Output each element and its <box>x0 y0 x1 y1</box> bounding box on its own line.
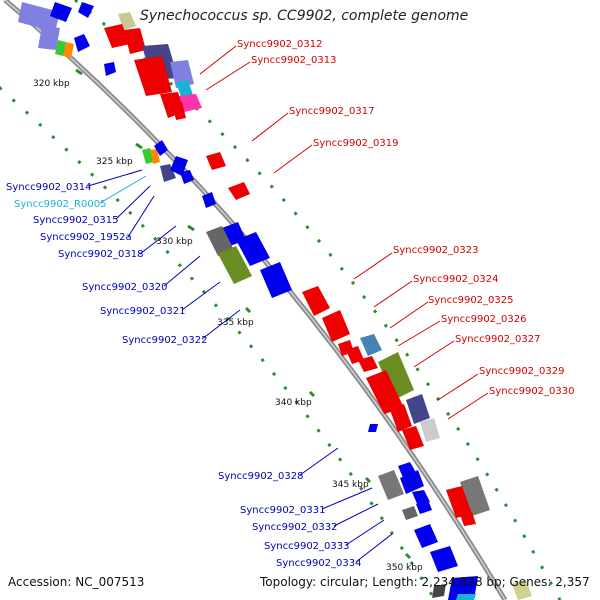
gene-arrow <box>38 26 60 50</box>
gene-arrow <box>460 512 476 526</box>
gene-label[interactable]: Syncc9902_0334 <box>276 558 362 569</box>
gene-arrow <box>390 404 412 432</box>
gene-arrow <box>55 40 66 56</box>
gene-label[interactable]: Syncc9902_0326 <box>441 314 527 325</box>
gene-arrow <box>512 580 532 600</box>
scale-label: 325 kbp <box>96 157 133 167</box>
gene-label[interactable]: Syncc9902_0331 <box>240 505 326 516</box>
gene-label[interactable]: Syncc9902_0318 <box>58 249 144 260</box>
scale-label: 340 kbp <box>275 398 312 408</box>
scale-label: 345 kbp <box>332 480 369 490</box>
gene-arrow <box>180 170 194 184</box>
scale-label: 350 kbp <box>386 563 423 573</box>
gene-arrow <box>430 546 458 572</box>
gene-label[interactable]: Syncc9902_0324 <box>413 274 499 285</box>
gene-label[interactable]: Syncc9902_0330 <box>489 386 575 397</box>
gene-label[interactable]: Syncc9902_0320 <box>82 282 168 293</box>
gene-arrow <box>18 2 60 32</box>
gene-arrow <box>346 346 364 364</box>
gene-arrow <box>63 42 74 58</box>
gene-arrow <box>160 164 176 182</box>
scale-ticks <box>75 68 412 560</box>
gene-arrow <box>402 506 418 520</box>
gene-arrow <box>178 94 202 112</box>
topology-text: Topology: circular; Length: 2,234,828 bp… <box>260 575 590 589</box>
gene-arrow <box>406 394 430 424</box>
gene-arrow <box>378 470 404 500</box>
gene-arrow <box>460 476 490 516</box>
gene-arrow <box>78 2 94 18</box>
rna-label[interactable]: Syncc9902_R0005 <box>14 199 106 210</box>
map-title: Synechococcus sp. CC9902, complete genom… <box>140 8 469 24</box>
gene-arrow <box>446 486 472 518</box>
gene-arrow <box>260 262 292 298</box>
gene-label[interactable]: Syncc9902_0314 <box>6 182 92 193</box>
gene-label[interactable]: Syncc9902_0333 <box>264 541 350 552</box>
gene-arrow <box>456 594 476 600</box>
gene-label[interactable]: Syncc9902_0312 <box>237 39 323 50</box>
gene-arrow <box>74 34 90 52</box>
gene-arrow <box>236 232 270 266</box>
gene-arrow <box>360 334 382 356</box>
gene-label[interactable]: Syncc9902_0313 <box>251 55 337 66</box>
gene-label[interactable]: Syncc9902_0328 <box>218 471 304 482</box>
gene-label[interactable]: Syncc9902_0319 <box>313 138 399 149</box>
gene-arrow <box>150 149 160 164</box>
gene-arrow <box>416 500 432 514</box>
gene-label[interactable]: Syncc9902_0321 <box>100 306 186 317</box>
gene-label[interactable]: Syncc9902_0329 <box>479 366 565 377</box>
gene-label[interactable]: Syncc9902_0315 <box>33 215 119 226</box>
gene-arrow <box>206 226 234 256</box>
gene-label[interactable]: Syncc9902_1952a <box>40 232 132 243</box>
gene-arrow <box>322 310 350 342</box>
gene-arrow <box>400 470 424 494</box>
gene-arrow <box>124 28 146 54</box>
gene-label[interactable]: Syncc9902_0322 <box>122 335 208 346</box>
gene-arrow <box>358 356 378 372</box>
gene-arrow <box>170 156 188 176</box>
gene-label[interactable]: Syncc9902_0332 <box>252 522 338 533</box>
gene-arrow <box>366 370 404 414</box>
gene-arrow <box>228 182 250 200</box>
gene-label[interactable]: Syncc9902_0325 <box>428 295 514 306</box>
scale-label: 335 kbp <box>217 318 254 328</box>
gene-arrow <box>368 424 378 432</box>
gene-arrow <box>50 2 72 22</box>
scale-label: 320 kbp <box>33 79 70 89</box>
gene-label[interactable]: Syncc9902_0317 <box>289 106 375 117</box>
gene-label[interactable]: Syncc9902_0327 <box>455 334 541 345</box>
gene-arrow <box>202 192 216 208</box>
gene-arrow <box>154 140 168 156</box>
reverse-leader-lines <box>87 169 393 563</box>
gene-arrow <box>378 352 414 400</box>
gene-arrow <box>104 62 116 76</box>
gene-arrow <box>302 286 330 316</box>
reverse-strand-features <box>18 2 478 600</box>
accession-text: Accession: NC_007513 <box>8 575 145 589</box>
gene-arrow <box>432 584 446 598</box>
gene-arrow <box>134 56 172 96</box>
scale-label: 330 kbp <box>156 237 193 247</box>
gene-arrow <box>172 102 186 120</box>
forward-leader-lines <box>199 45 489 420</box>
gene-arrow <box>104 24 130 48</box>
gene-arrow <box>402 426 424 450</box>
rna-leader-line <box>99 175 147 204</box>
forward-strand-features <box>104 12 532 600</box>
gene-arrow <box>420 418 440 442</box>
gene-arrow <box>206 152 226 170</box>
gene-arrow <box>218 246 252 284</box>
gene-label[interactable]: Syncc9902_0323 <box>393 245 479 256</box>
gene-arrow <box>414 524 438 548</box>
